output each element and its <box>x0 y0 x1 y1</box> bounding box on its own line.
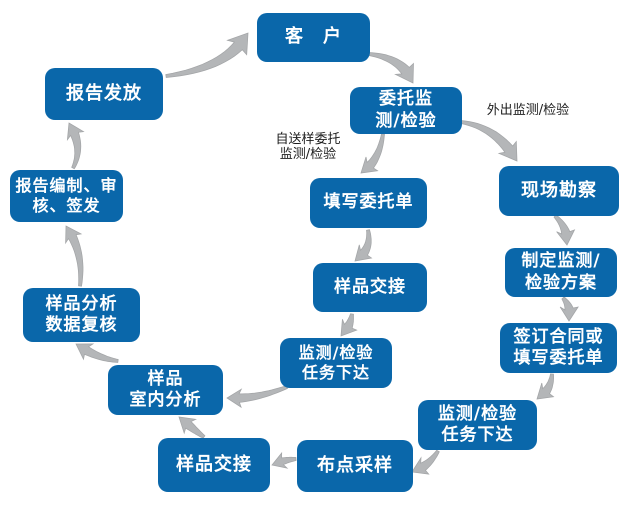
flow-arrow-handover-to-analysis <box>178 416 206 439</box>
flow-node-handover-mid: 样品交接 <box>313 263 427 312</box>
flow-node-label: 填写委托单 <box>513 348 604 368</box>
flow-node-report-issue: 报告发放 <box>45 68 163 120</box>
flow-arrow-analysis-to-review <box>75 343 119 363</box>
flow-node-report-prepare: 报告编制、审核、签发 <box>10 170 123 222</box>
flow-node-handover-bottom: 样品交接 <box>158 438 270 492</box>
flow-node-data-review: 样品分析数据复核 <box>23 288 140 342</box>
flow-node-label: 报告发放 <box>66 82 142 104</box>
flow-node-label: 任务下达 <box>441 425 514 445</box>
branch-label-field-branch: 外出监测/检验 <box>468 103 588 118</box>
flow-node-label: 签订合同或 <box>513 326 604 347</box>
flow-node-label: 检验方案 <box>525 272 597 293</box>
flow-node-label: 制定监测/ <box>521 251 601 272</box>
flow-node-fill-form: 填写委托单 <box>310 178 427 228</box>
branch-label-self-sample-branch: 自送样委托监测/检验 <box>264 132 352 162</box>
flow-node-label: 客 户 <box>285 26 342 48</box>
flow-node-label: 布点采样 <box>317 454 393 476</box>
flow-node-label: 报告编制、审 <box>15 176 118 195</box>
flow-arrow-report-to-issue <box>66 122 85 170</box>
flow-node-label: 室内分析 <box>129 390 202 410</box>
flow-node-sign-contract: 签订合同或填写委托单 <box>500 323 617 373</box>
flow-node-label: 任务下达 <box>301 363 370 382</box>
flow-node-label: 测/检验 <box>375 110 437 131</box>
flow-node-label: 现场勘察 <box>521 179 597 201</box>
flow-node-label: 核、签发 <box>32 196 101 215</box>
flow-arrow-fillform-to-handovermid <box>354 229 373 262</box>
flow-node-label: 数据复核 <box>45 315 118 335</box>
flow-arrow-entrust-to-fillform <box>360 133 385 174</box>
flow-node-label: 样品交接 <box>176 453 252 475</box>
flow-node-label: 样品分析 <box>45 293 118 314</box>
flow-arrow-entrust-to-survey <box>460 120 518 162</box>
flow-arrow-sampling-to-handover <box>271 451 297 469</box>
flow-arrow-survey-to-plan <box>553 214 576 246</box>
flow-node-customer: 客 户 <box>257 13 370 62</box>
flow-node-label: 样品 <box>147 368 184 389</box>
flow-arrow-handovermid-to-taskleft <box>340 313 358 337</box>
flow-node-entrust: 委托监测/检验 <box>350 87 462 134</box>
flow-arrow-issue-to-customer <box>165 32 249 78</box>
branch-label-line: 自送样委托 <box>275 132 341 147</box>
flow-node-label: 委托监 <box>379 89 433 110</box>
flow-node-site-survey: 现场勘察 <box>499 166 619 216</box>
flow-node-point-sampling: 布点采样 <box>297 440 413 492</box>
flow-node-label: 填写委托单 <box>323 192 414 213</box>
flow-arrow-taskleft-to-analysis <box>226 385 288 409</box>
flow-node-task-left: 监测/检验任务下达 <box>280 338 392 388</box>
flow-node-label: 监测/检验 <box>437 403 518 424</box>
flow-node-lab-analysis: 样品室内分析 <box>108 365 223 415</box>
flow-arrow-taskright-to-sampling <box>411 449 440 475</box>
flow-node-label: 样品交接 <box>334 276 406 297</box>
flow-node-label: 监测/检验 <box>298 343 374 362</box>
flow-arrow-contract-to-taskright <box>536 373 555 400</box>
flow-arrow-review-to-report <box>65 225 84 287</box>
flow-arrow-customer-to-entrust <box>368 52 414 84</box>
flow-arrow-plan-to-contract <box>559 296 579 322</box>
branch-label-line: 监测/检验 <box>279 147 337 162</box>
flow-node-task-right: 监测/检验任务下达 <box>418 400 537 450</box>
branch-label-line: 外出监测/检验 <box>486 103 570 118</box>
flow-node-make-plan: 制定监测/检验方案 <box>505 248 617 297</box>
